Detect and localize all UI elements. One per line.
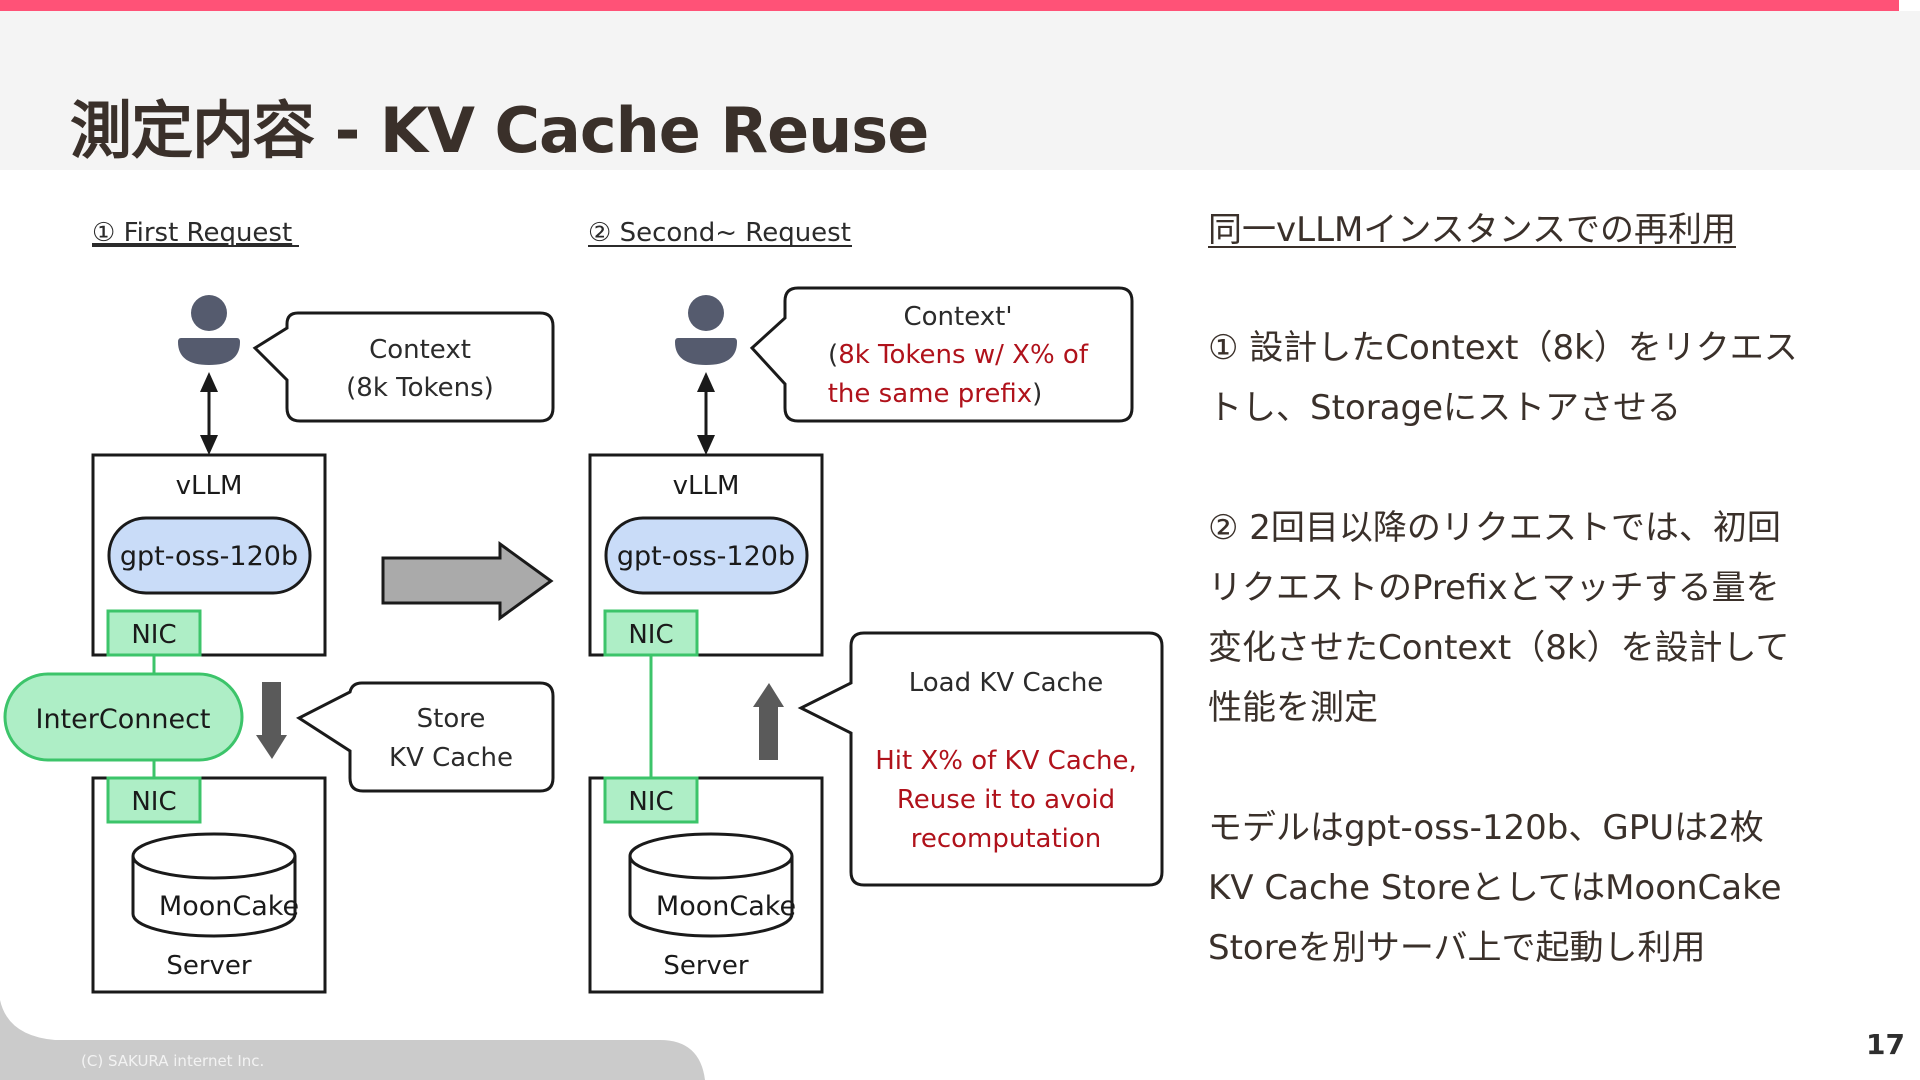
second-request-heading: ② Second~ Request bbox=[588, 218, 851, 248]
context-prime-line2: (8k Tokens w/ X% of bbox=[828, 340, 1089, 370]
context-prime-line3: the same prefix) bbox=[828, 379, 1043, 409]
model-note: モデルはgpt-oss-120b、GPUは2枚 KV Cache Storeとし… bbox=[1208, 798, 1868, 978]
database-cylinder-icon bbox=[628, 832, 794, 938]
title-band bbox=[0, 11, 1920, 170]
context-bubble-line1: Context bbox=[369, 335, 471, 365]
load-bubble-red-line2: Reuse it to avoid bbox=[897, 785, 1115, 815]
point-2-line: ② 2回目以降のリクエストでは、初回 bbox=[1208, 508, 1781, 548]
bidirectional-arrow-icon bbox=[200, 372, 218, 455]
slide-title: 測定内容 - KV Cache Reuse bbox=[70, 94, 929, 167]
point-1: ① 設計したContext（8k）をリクエス トし、Storageにストアさせる bbox=[1208, 318, 1868, 438]
nic-top-label: NIC bbox=[131, 620, 176, 650]
server-label: Server bbox=[166, 951, 252, 981]
note-line: KV Cache StoreとしてはMoonCake bbox=[1208, 868, 1782, 908]
user-icon bbox=[178, 295, 240, 365]
point-2-line: 変化させたContext（8k）を設計して bbox=[1208, 628, 1790, 668]
load-bubble-line1: Load KV Cache bbox=[909, 668, 1104, 698]
point-2-line: 性能を測定 bbox=[1208, 688, 1378, 728]
second-request-diagram: ② Second~ Request Context' (8k Tokens w/… bbox=[588, 218, 1164, 994]
nic-top-label: NIC bbox=[628, 620, 673, 650]
load-up-arrow-icon bbox=[753, 683, 784, 760]
context-prime-bubble bbox=[749, 286, 1134, 423]
point-2: ② 2回目以降のリクエストでは、初回 リクエストのPrefixとマッチする量を … bbox=[1208, 498, 1868, 738]
paren-close: ) bbox=[1032, 379, 1042, 409]
model-pill bbox=[604, 516, 809, 595]
model-pill bbox=[107, 516, 312, 595]
explanation-heading: 同一vLLMインスタンスでの再利用 bbox=[1208, 210, 1736, 250]
store-bubble-line2: KV Cache bbox=[389, 743, 513, 773]
nic-bottom bbox=[603, 776, 699, 824]
first-request-heading: ① First Request bbox=[92, 218, 292, 248]
bidirectional-arrow-icon bbox=[697, 372, 715, 455]
nic-top bbox=[106, 609, 202, 657]
context-prime-red-line1: 8k Tokens w/ X% of bbox=[838, 340, 1089, 370]
nic-bottom bbox=[106, 776, 202, 824]
transition-arrow-icon bbox=[381, 541, 554, 621]
server-label: Server bbox=[663, 951, 749, 981]
context-prime-red-line2: the same prefix bbox=[828, 379, 1032, 409]
point-1-line: ① 設計したContext（8k）をリクエス bbox=[1208, 328, 1798, 368]
point-1-line: トし、Storageにストアさせる bbox=[1208, 388, 1682, 428]
footer-band bbox=[0, 1000, 705, 1080]
store-label: MoonCake bbox=[159, 891, 299, 922]
note-line: Storeを別サーバ上で起動し利用 bbox=[1208, 928, 1706, 968]
load-bubble-red-line1: Hit X% of KV Cache, bbox=[875, 746, 1137, 776]
context-bubble bbox=[252, 311, 555, 423]
point-2-line: リクエストのPrefixとマッチする量を bbox=[1208, 568, 1780, 608]
store-label: MoonCake bbox=[656, 891, 796, 922]
model-label: gpt-oss-120b bbox=[617, 541, 795, 572]
copyright-text: (C) SAKURA internet Inc. bbox=[81, 1052, 265, 1070]
model-label: gpt-oss-120b bbox=[120, 541, 298, 572]
store-bubble-line1: Store bbox=[417, 704, 486, 734]
accent-top-bar bbox=[0, 0, 1899, 11]
nic-bottom-label: NIC bbox=[131, 787, 176, 817]
load-bubble bbox=[797, 631, 1164, 887]
vllm-label: vLLM bbox=[673, 471, 740, 501]
paren-open: ( bbox=[828, 340, 838, 370]
user-icon bbox=[675, 295, 737, 365]
store-bubble bbox=[296, 681, 555, 793]
page-number: 17 bbox=[1866, 1028, 1905, 1061]
interconnect-pill bbox=[3, 672, 244, 762]
nic-bottom-label: NIC bbox=[628, 787, 673, 817]
context-bubble-line2: (8k Tokens) bbox=[346, 373, 494, 403]
load-bubble-red-line3: recomputation bbox=[911, 824, 1102, 854]
interconnect-label: InterConnect bbox=[35, 704, 210, 735]
context-prime-line1: Context' bbox=[903, 302, 1012, 332]
database-cylinder-icon bbox=[131, 832, 297, 938]
note-line: モデルはgpt-oss-120b、GPUは2枚 bbox=[1208, 808, 1764, 848]
vllm-label: vLLM bbox=[176, 471, 243, 501]
first-request-diagram: ① First Request Context (8k Tokens) vLLM… bbox=[3, 218, 555, 994]
explanation-panel: 同一vLLMインスタンスでの再利用 ① 設計したContext（8k）をリクエス… bbox=[1208, 200, 1868, 978]
store-down-arrow-icon bbox=[256, 682, 287, 759]
